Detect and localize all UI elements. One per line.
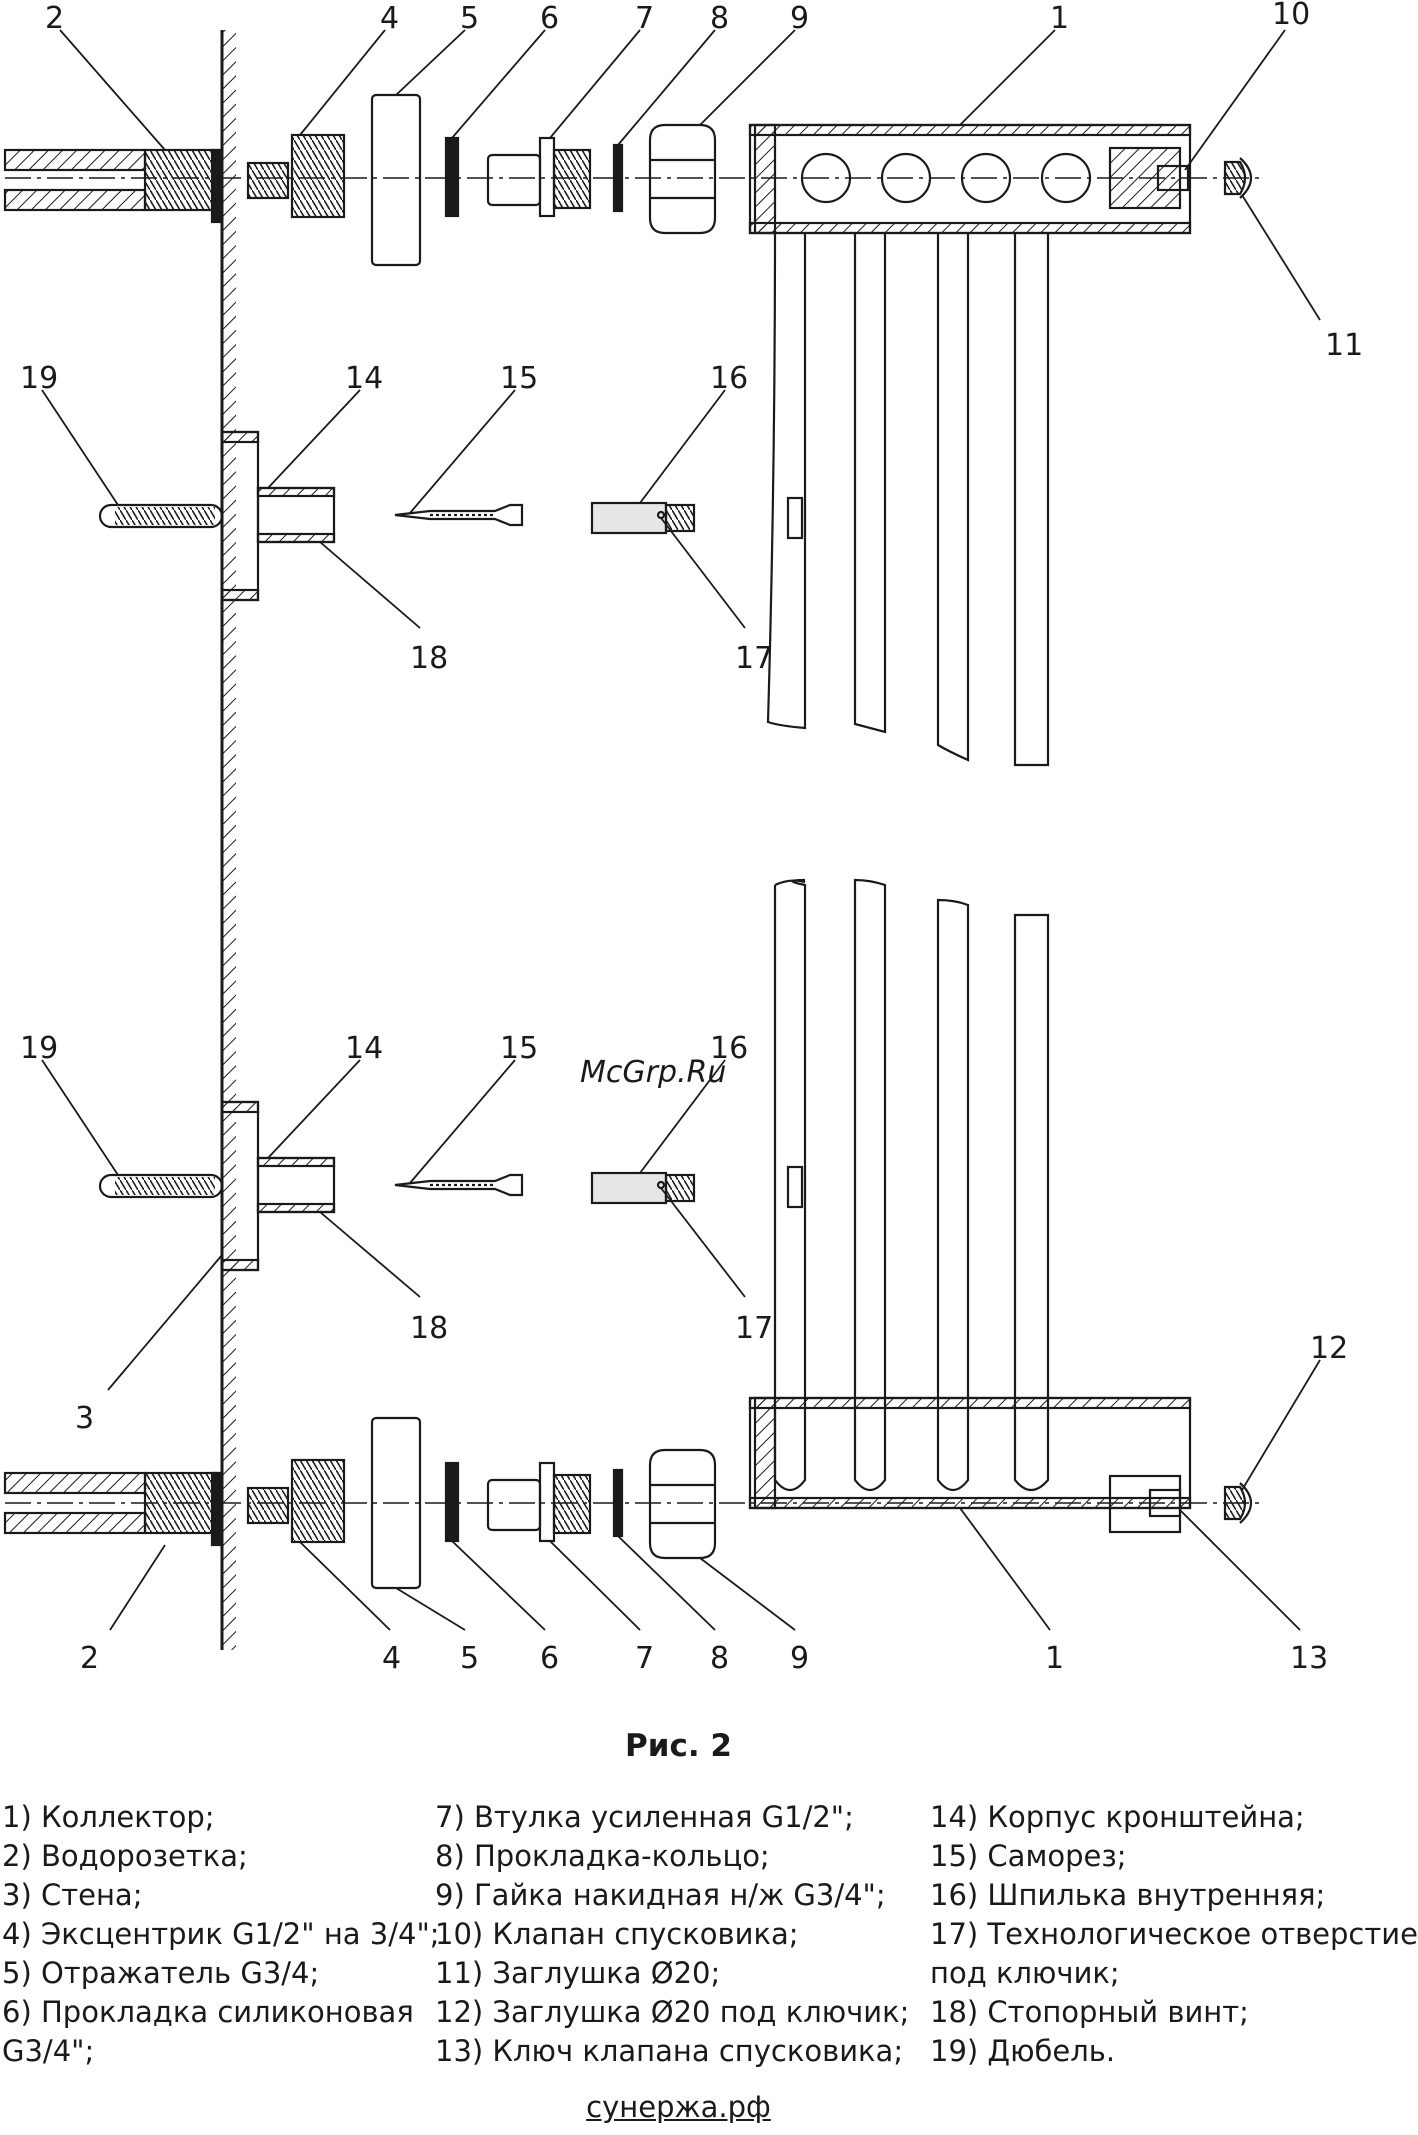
legend-item: 10) Клапан спусковика; [435,1917,799,1951]
callout-lower-18: 18 [410,1311,448,1346]
callout-bottom-1: 1 [1045,1641,1064,1676]
callout-bottom-2: 2 [80,1641,99,1676]
callout-lower-14: 14 [345,1031,383,1066]
legend-item: 11) Заглушка Ø20; [435,1956,721,1990]
callout-top-6: 6 [540,1,559,36]
radiator-tubes-upper [766,232,1050,767]
legend-item: 1) Коллектор; [2,1800,215,1834]
legend-item: 5) Отражатель G3/4; [2,1956,320,1990]
callout-bottom-4: 4 [382,1641,401,1676]
bracket-lower [98,1100,696,1272]
legend-item: 3) Стена; [2,1878,143,1912]
legend-item: 7) Втулка усиленная G1/2"; [435,1800,854,1834]
bottom-assembly-row [3,1396,1260,1590]
callout-bottom-8: 8 [710,1641,729,1676]
legend-item: 12) Заглушка Ø20 под ключик; [435,1995,910,2029]
callout-upper-16: 16 [710,361,748,396]
plug-top [1223,157,1253,199]
callout-bottom-12: 12 [1310,1331,1348,1366]
silicone-gasket-bottom [444,1461,460,1543]
callout-top-5: 5 [460,1,479,36]
callout-lower-16: 16 [710,1031,748,1066]
callout-lower-17: 17 [735,1311,773,1346]
callout-upper-19: 19 [20,361,58,396]
callout-bottom-6: 6 [540,1641,559,1676]
exploded-assembly-diagram: 2 4 5 6 7 8 9 1 10 11 19 14 15 16 18 17 … [3,0,1363,1676]
water-socket-top [3,148,224,224]
callout-top-4: 4 [380,1,399,36]
callout-bottom-9: 9 [790,1641,809,1676]
top-assembly-row [3,93,1260,267]
leader-lines [41,29,1321,1631]
legend-item: 4) Эксцентрик G1/2" на 3/4"; [2,1917,440,1951]
callout-upper-15: 15 [500,361,538,396]
legend-column-2: 7) Втулка усиленная G1/2"; 8) Прокладка-… [435,1798,909,2071]
legend-item: 14) Корпус кронштейна; [930,1800,1305,1834]
legend-item: 6) Прокладка силиконовая [2,1995,414,2029]
figure-caption: Рис. 2 [625,1728,732,1764]
callout-top-2: 2 [45,1,64,36]
legend-item: G3/4"; [2,2034,95,2068]
legend-item: 15) Саморез; [930,1839,1127,1873]
legend-item: 9) Гайка накидная н/ж G3/4"; [435,1878,886,1912]
bushing-bottom [486,1461,592,1543]
legend-item: под ключик; [930,1956,1120,1990]
legend-column-3: 14) Корпус кронштейна; 15) Саморез; 16) … [930,1798,1418,2071]
legend-column-1: 1) Коллектор; 2) Водорозетка; 3) Стена; … [2,1798,440,2071]
bracket-upper [98,430,696,602]
water-socket-bottom [3,1471,224,1547]
union-nut-top [648,123,717,235]
callout-upper-14: 14 [345,361,383,396]
callout-top-1: 1 [1050,1,1069,36]
callouts: 2 4 5 6 7 8 9 1 10 11 19 14 15 16 18 17 … [20,0,1363,1676]
footer-link[interactable]: сунержа.рф [586,2090,771,2124]
callout-lower-15: 15 [500,1031,538,1066]
legend-item: 16) Шпилька внутренняя; [930,1878,1326,1912]
eccentric-top [246,133,346,219]
callout-top-9: 9 [790,1,809,36]
watermark: McGrp.Ru [580,1055,726,1090]
union-nut-bottom [648,1448,717,1560]
bushing-top [486,136,592,218]
callout-top-10: 10 [1272,0,1310,32]
legend-item: 19) Дюбель. [930,2034,1116,2068]
ring-gasket-top [612,143,624,213]
legend-item: 2) Водорозетка; [2,1839,248,1873]
callout-lower-19: 19 [20,1031,58,1066]
callout-bottom-13: 13 [1290,1641,1328,1676]
callout-top-11: 11 [1325,328,1363,363]
legend-item: 13) Ключ клапана спусковика; [435,2034,904,2068]
collector-top [748,123,1192,235]
legend-item: 17) Технологическое отверстие [930,1917,1418,1951]
wall [220,30,236,1650]
radiator-tubes-lower [773,878,1050,1398]
ring-gasket-bottom [612,1468,624,1538]
callout-top-8: 8 [710,1,729,36]
callout-top-7: 7 [635,1,654,36]
callout-lower-3: 3 [75,1401,94,1436]
legend-item: 18) Стопорный винт; [930,1995,1249,2029]
legend-item: 8) Прокладка-кольцо; [435,1839,770,1873]
eccentric-bottom [246,1458,346,1544]
callout-upper-18: 18 [410,641,448,676]
callout-bottom-5: 5 [460,1641,479,1676]
reflector-top [370,93,422,267]
callout-bottom-7: 7 [635,1641,654,1676]
silicone-gasket-top [444,136,460,218]
callout-upper-17: 17 [735,641,773,676]
collector-bottom [748,1396,1192,1534]
